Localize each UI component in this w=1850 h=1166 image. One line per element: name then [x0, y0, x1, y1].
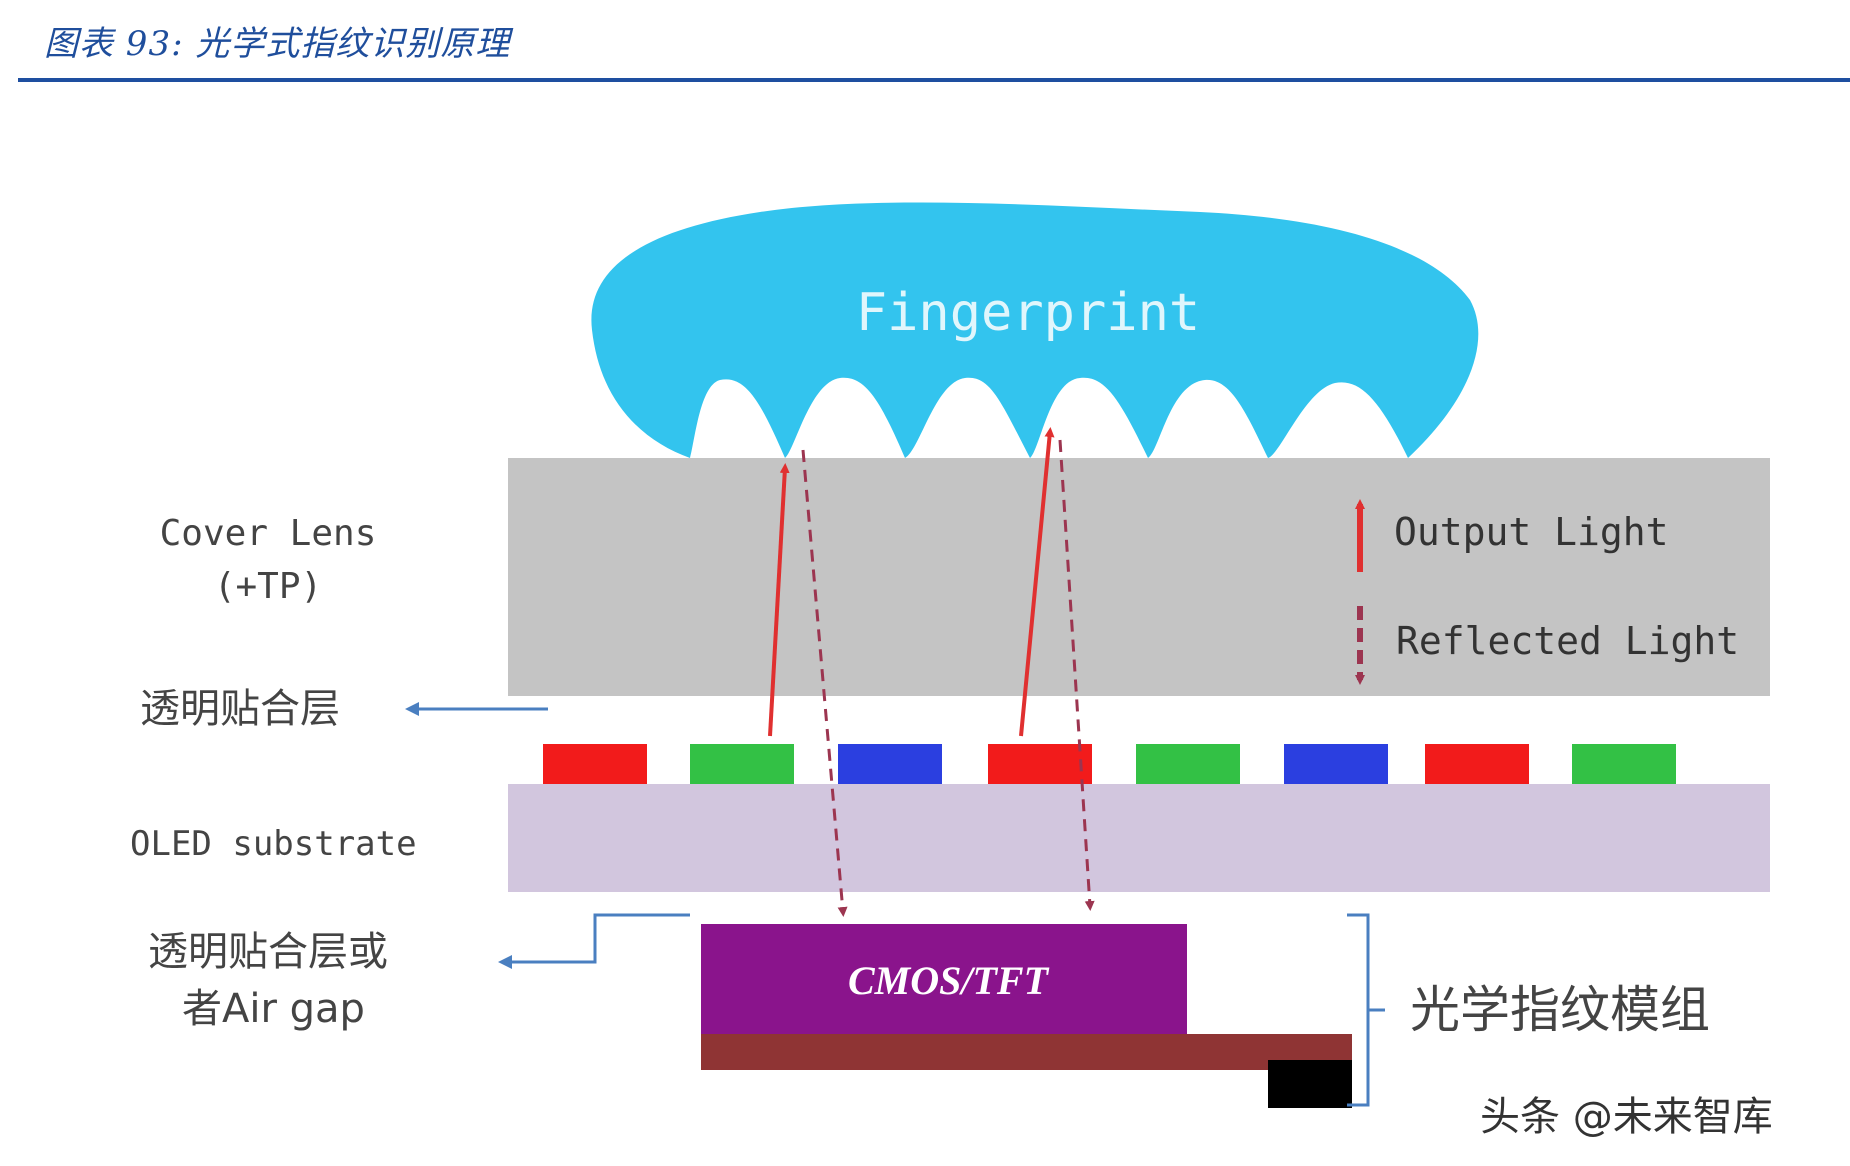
- watermark: 头条 @未来智库: [1480, 1094, 1773, 1140]
- output-light-arrow: [1019, 427, 1055, 737]
- figure-title: 图表 93: 光学式指纹识别原理: [44, 24, 511, 64]
- reflected-light-arrow: [801, 449, 848, 917]
- adhesive-air-gap-label: 透明贴合层或: [148, 929, 388, 975]
- legend-reflected-light: Reflected Light: [1396, 619, 1739, 663]
- pixel-green: [1572, 744, 1676, 784]
- cover-lens-label-tp: (+TP): [214, 566, 322, 607]
- air-gap-pointer-arrow: [498, 913, 690, 969]
- module-base-plate: [701, 1034, 1352, 1070]
- pixel-blue: [1284, 744, 1388, 784]
- pixel-red: [543, 744, 647, 784]
- header-divider: [18, 78, 1850, 82]
- module-connector: [1268, 1060, 1352, 1108]
- pixel-red: [1425, 744, 1529, 784]
- oled-substrate-layer: [508, 784, 1770, 892]
- pixel-red: [988, 744, 1092, 784]
- cmos-tft-sensor: [701, 924, 1187, 1034]
- pixel-row: [543, 744, 1676, 784]
- oled-substrate-label: OLED substrate: [130, 824, 417, 864]
- pixel-green: [690, 744, 794, 784]
- fingerprint-label: Fingerprint: [856, 283, 1200, 343]
- cmos-tft-label: CMOS/TFT: [848, 958, 1050, 1003]
- reflected-light-arrow: [1058, 439, 1095, 911]
- output-light-arrow: [768, 463, 790, 737]
- adhesive-air-gap-label-line2: 者Air gap: [182, 986, 365, 1032]
- fingerprint-shape: [591, 202, 1479, 458]
- adhesive-layer-label: 透明贴合层: [140, 686, 340, 732]
- legend-output-light: Output Light: [1394, 510, 1669, 554]
- cover-lens-layer: [508, 458, 1770, 696]
- figure-header: 图表 93: 光学式指纹识别原理: [0, 0, 1850, 82]
- pixel-green: [1136, 744, 1240, 784]
- optical-module-label: 光学指纹模组: [1410, 981, 1710, 1039]
- cover-lens-label: Cover Lens: [160, 513, 377, 554]
- pixel-blue: [838, 744, 942, 784]
